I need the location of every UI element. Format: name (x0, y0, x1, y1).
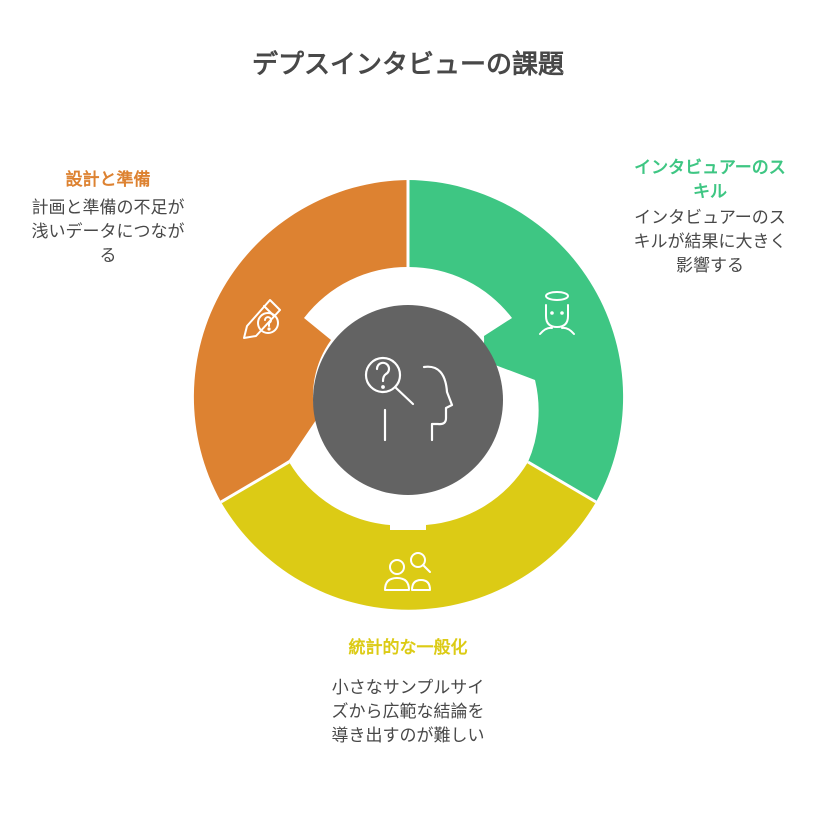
head-question-icon (364, 356, 454, 442)
pencil-question-icon (243, 299, 281, 339)
interviewer-icon (539, 291, 575, 335)
segment-skill (408, 180, 624, 502)
label-planning-description: 計画と準備の不足が浅いデータにつながる (31, 198, 185, 266)
label-planning-title: 設計と準備 (65, 170, 151, 190)
label-skill-description: インタビュアーのスキルが結果に大きく影響する (633, 208, 787, 276)
label-skill-title: インタビュアーのスキル (634, 158, 786, 202)
people-search-icon (384, 552, 431, 591)
segment-generalization (221, 462, 596, 610)
label-generalization: 統計的な一般化 小さなサンプルサイズから広範な結論を導き出すのが難しい (318, 636, 498, 748)
label-skill: インタビュアーのスキル インタビュアーのスキルが結果に大きく影響する (620, 156, 800, 278)
label-generalization-description: 小さなサンプルサイズから広範な結論を導き出すのが難しい (331, 678, 485, 746)
segment-planning (193, 180, 408, 502)
diagram-title: デプスインタビューの課題 (251, 50, 564, 80)
label-planning: 設計と準備 計画と準備の不足が浅いデータにつながる (18, 168, 198, 268)
label-generalization-title: 統計的な一般化 (348, 638, 468, 658)
